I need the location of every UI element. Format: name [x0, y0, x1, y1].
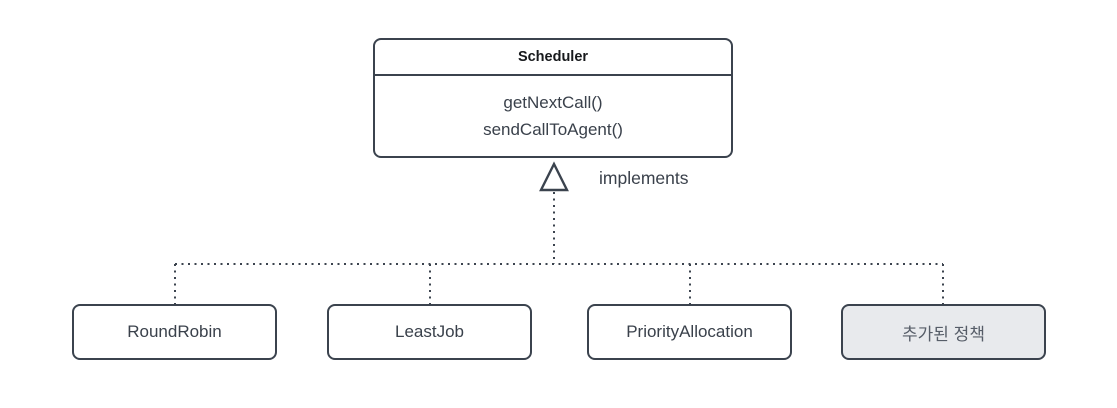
- class-node-added-policy: 추가된 정책: [841, 304, 1046, 360]
- interface-title: Scheduler: [375, 40, 731, 76]
- interface-node-scheduler: Scheduler getNextCall() sendCallToAgent(…: [373, 38, 733, 158]
- edge-label-implements: implements: [599, 168, 689, 188]
- method-get-next-call: getNextCall(): [503, 93, 603, 112]
- class-node-priorityallocation: PriorityAllocation: [587, 304, 792, 360]
- class-node-leastjob: LeastJob: [327, 304, 532, 360]
- interface-methods: getNextCall() sendCallToAgent(): [375, 76, 731, 156]
- class-node-roundrobin: RoundRobin: [72, 304, 277, 360]
- method-send-call-to-agent: sendCallToAgent(): [483, 120, 623, 139]
- realization-triangle-icon: [539, 161, 569, 192]
